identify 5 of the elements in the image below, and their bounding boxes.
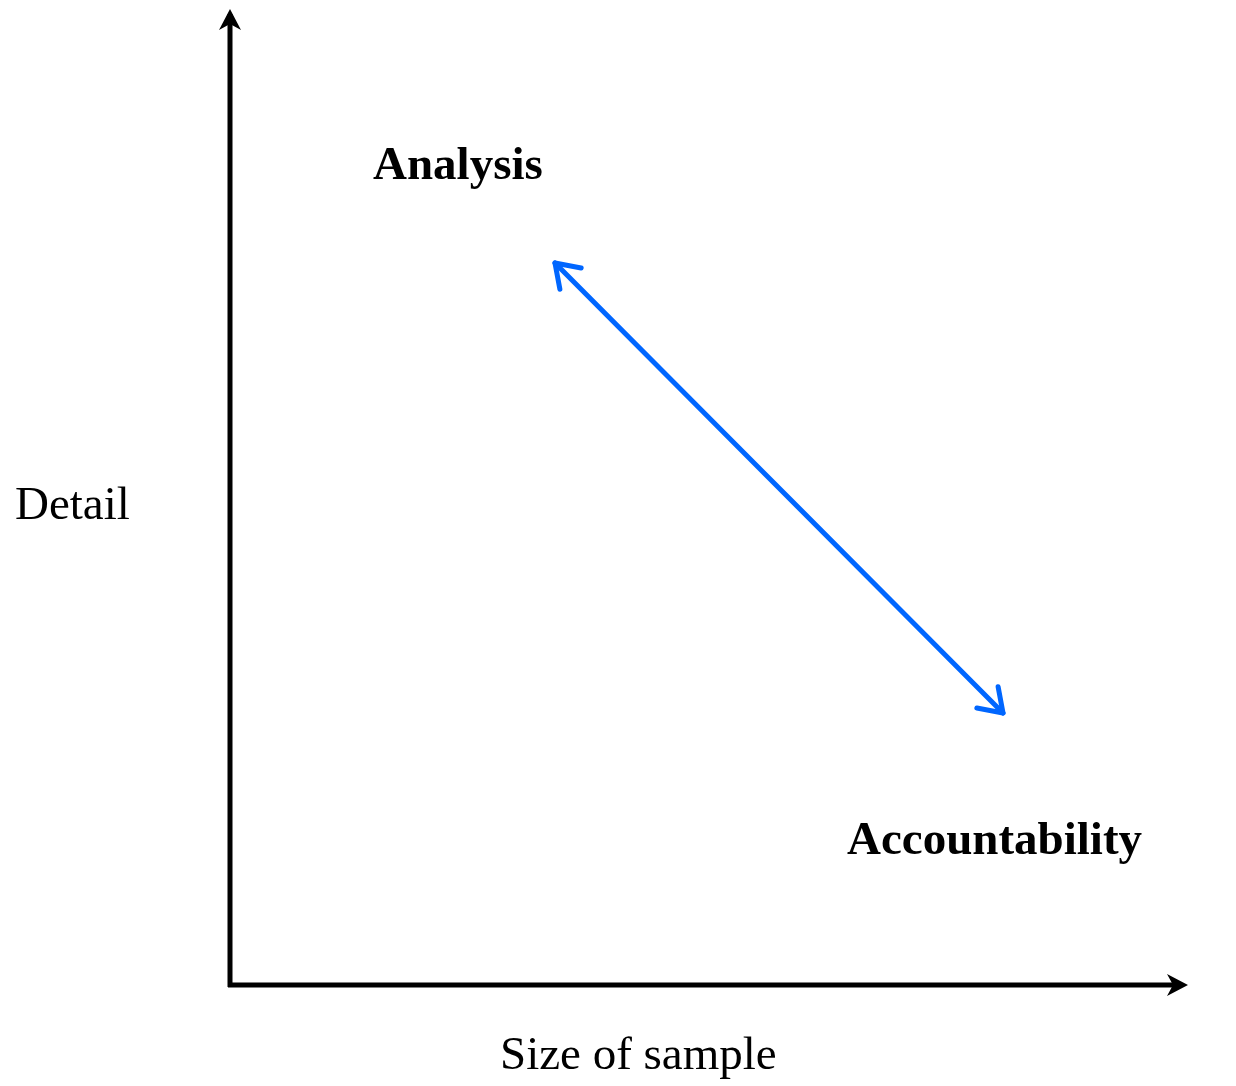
quadrant-label: Analysis bbox=[373, 136, 543, 191]
double-arrow bbox=[552, 260, 1006, 716]
quadrant-label: Accountability bbox=[847, 811, 1143, 866]
axis-label: Size of sample bbox=[500, 1026, 777, 1081]
axis-label: Detail bbox=[15, 476, 130, 531]
